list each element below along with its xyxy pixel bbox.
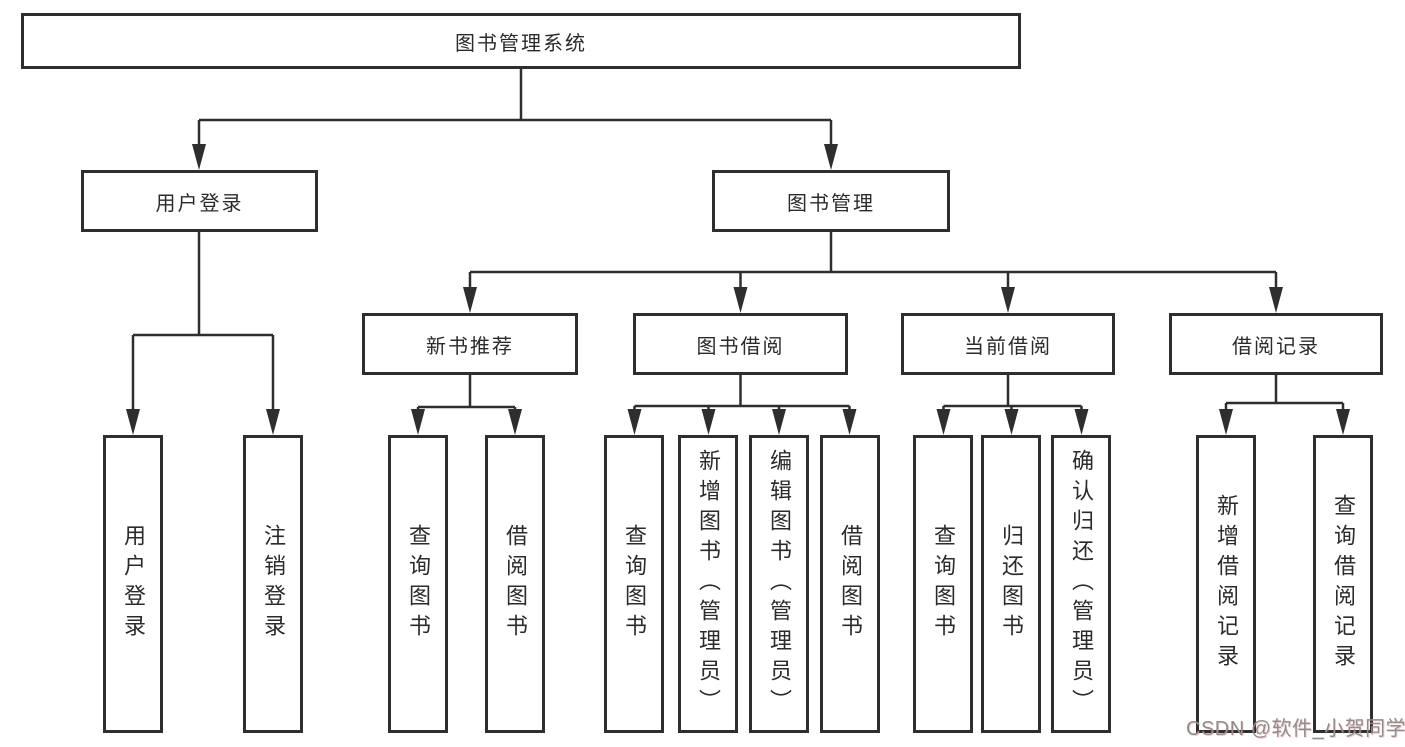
leaf-label: 新增借阅记录 xyxy=(1214,494,1239,674)
node-new-book-recommend: 新书推荐 xyxy=(362,313,578,375)
node-library-management-system: 图书管理系统 xyxy=(21,13,1021,69)
leaf-label: 查询图书 xyxy=(622,524,647,644)
leaf-label: 查询图书 xyxy=(406,524,431,644)
node-borrow-records: 借阅记录 xyxy=(1169,313,1383,375)
node-label: 借阅记录 xyxy=(1232,335,1320,358)
leaf-query-book-current: 查询图书 xyxy=(913,435,973,733)
leaf-add-borrow-record: 新增借阅记录 xyxy=(1196,435,1256,733)
leaf-add-book-admin: 新增图书（管理员） xyxy=(678,435,738,733)
arrowheads xyxy=(126,144,1350,435)
leaf-query-book-borrow: 查询图书 xyxy=(604,435,664,733)
node-current-borrow: 当前借阅 xyxy=(901,313,1115,375)
node-label: 图书管理系统 xyxy=(455,32,587,55)
leaf-label: 新增图书（管理员） xyxy=(696,449,721,719)
csdn-watermark: CSDN @软件_小贺同学 xyxy=(1186,718,1405,740)
leaf-label: 查询图书 xyxy=(931,524,956,644)
leaf-user-login: 用户登录 xyxy=(103,435,163,733)
node-label: 用户登录 xyxy=(155,192,244,215)
leaf-label: 归还图书 xyxy=(999,524,1024,644)
node-label: 图书借阅 xyxy=(696,335,785,358)
leaf-borrow-book-borrow: 借阅图书 xyxy=(820,435,880,733)
leaf-label: 借阅图书 xyxy=(838,524,863,644)
leaf-label: 确认归还（管理员） xyxy=(1069,449,1094,719)
node-label: 当前借阅 xyxy=(964,335,1052,358)
leaf-label: 查询借阅记录 xyxy=(1331,494,1356,674)
leaf-query-book-recommend: 查询图书 xyxy=(388,435,448,733)
leaf-label: 借阅图书 xyxy=(503,524,528,644)
leaf-label: 用户登录 xyxy=(121,524,146,644)
leaf-borrow-book-recommend: 借阅图书 xyxy=(485,435,545,733)
leaf-label: 注销登录 xyxy=(261,524,286,644)
leaf-edit-book-admin: 编辑图书（管理员） xyxy=(749,435,809,733)
leaf-confirm-return-admin: 确认归还（管理员） xyxy=(1051,435,1111,733)
leaf-label: 编辑图书（管理员） xyxy=(767,449,792,719)
node-user-login: 用户登录 xyxy=(81,170,318,232)
leaf-return-book: 归还图书 xyxy=(981,435,1041,733)
leaf-query-borrow-record: 查询借阅记录 xyxy=(1313,435,1373,733)
leaf-logout: 注销登录 xyxy=(243,435,303,733)
node-book-borrow: 图书借阅 xyxy=(633,313,848,375)
node-label: 图书管理 xyxy=(787,192,875,215)
node-label: 新书推荐 xyxy=(426,335,514,358)
node-book-management: 图书管理 xyxy=(712,170,950,232)
